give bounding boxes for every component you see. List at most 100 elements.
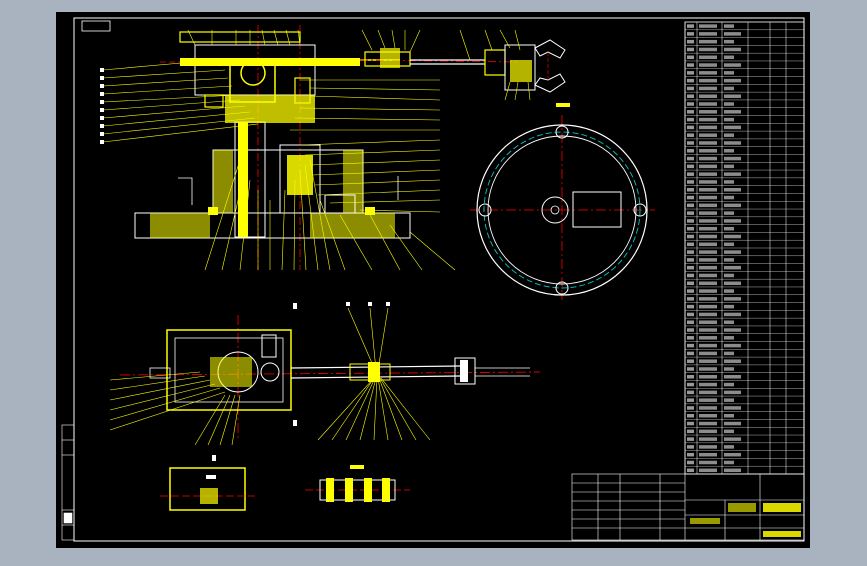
parts-row-mark (699, 367, 717, 371)
parts-row-index-mark (687, 273, 694, 278)
parts-row-index-mark (687, 117, 694, 122)
parts-row-index-mark (687, 406, 694, 410)
parts-row-index-mark (687, 250, 694, 254)
parts-row-mark (699, 203, 717, 208)
parts-row-mark (724, 265, 741, 270)
parts-row-mark (724, 336, 734, 340)
parts-row-mark (699, 242, 717, 247)
parts-row-mark (724, 468, 741, 473)
parts-row-mark (699, 149, 717, 153)
parts-row-mark (699, 429, 717, 434)
parts-row-mark (699, 382, 717, 387)
parts-row-mark (699, 86, 717, 91)
parts-row-mark (699, 195, 717, 200)
parts-row-mark (724, 320, 734, 324)
parts-row-mark (724, 421, 741, 426)
parts-row-mark (699, 24, 717, 28)
parts-row-mark (699, 211, 717, 215)
front-elevation-view (100, 25, 456, 271)
parts-row-mark (699, 437, 717, 441)
parts-row-mark (724, 149, 734, 153)
parts-row-mark (699, 63, 717, 67)
parts-row-index-mark (687, 312, 694, 317)
parts-row-mark (699, 102, 717, 106)
parts-row-mark (699, 47, 717, 52)
parts-row-mark (699, 375, 717, 379)
parts-row-index-mark (687, 94, 694, 98)
parts-row-mark (724, 164, 734, 169)
parts-row-index-mark (687, 328, 694, 332)
parts-row-mark (724, 289, 734, 293)
parts-row-mark (699, 328, 717, 332)
parts-row-mark (724, 375, 741, 379)
parts-row-index-mark (687, 398, 694, 402)
parts-row-mark (724, 460, 734, 465)
gripper-detail-view (359, 29, 566, 101)
parts-row-mark (724, 281, 741, 286)
parts-row-index-mark (687, 460, 694, 465)
parts-row-mark (699, 187, 717, 192)
parts-row-index-mark (687, 304, 694, 309)
parts-row-mark (724, 71, 734, 75)
parts-row-mark (724, 382, 734, 387)
parts-row-mark (724, 32, 741, 36)
parts-row-index-mark (687, 336, 694, 340)
parts-row-mark (699, 452, 717, 457)
parts-row-index-mark (687, 102, 694, 106)
parts-row-mark (724, 102, 734, 106)
parts-row-mark (724, 55, 734, 60)
parts-row-mark (724, 78, 741, 83)
parts-row-mark (724, 133, 734, 137)
parts-row-mark (699, 460, 717, 465)
parts-row-index-mark (687, 172, 694, 176)
parts-row-mark (699, 78, 717, 83)
parts-row-mark (699, 110, 717, 114)
parts-row-index-mark (687, 382, 694, 387)
title-block (571, 473, 805, 541)
parts-row-mark (724, 413, 734, 418)
corner-label-box (81, 20, 111, 32)
parts-row-mark (724, 452, 741, 457)
parts-row-mark (724, 39, 734, 44)
parts-row-index-mark (687, 39, 694, 44)
parts-row-mark (699, 265, 717, 270)
parts-row-mark (724, 226, 734, 231)
parts-row-mark (724, 429, 734, 434)
parts-row-index-mark (687, 203, 694, 208)
left-edge-table (61, 424, 75, 541)
parts-row-index-mark (687, 242, 694, 247)
parts-row-index-mark (687, 452, 694, 457)
circular-base-plan-view (470, 103, 655, 300)
parts-row-mark (699, 180, 717, 184)
parts-row-index-mark (687, 359, 694, 363)
parts-row-index-mark (687, 226, 694, 231)
parts-row-mark (699, 156, 717, 161)
parts-row-mark (724, 250, 741, 254)
parts-row-mark (724, 234, 741, 239)
parts-row-mark (724, 203, 741, 208)
parts-row-index-mark (687, 219, 694, 223)
parts-row-mark (724, 445, 734, 449)
parts-row-index-mark (687, 78, 694, 83)
parts-row-mark (699, 312, 717, 317)
parts-row-mark (724, 156, 741, 161)
parts-row-mark (724, 195, 734, 200)
parts-row-index-mark (687, 429, 694, 434)
parts-row-mark (699, 336, 717, 340)
parts-row-mark (699, 250, 717, 254)
parts-row-mark (699, 133, 717, 137)
parts-row-index-mark (687, 468, 694, 473)
parts-row-mark (724, 297, 741, 301)
parts-row-index-mark (687, 421, 694, 426)
parts-row-mark (699, 468, 717, 473)
parts-row-mark (699, 445, 717, 449)
parts-row-mark (699, 55, 717, 60)
parts-row-index-mark (687, 47, 694, 52)
parts-row-mark (699, 39, 717, 44)
parts-row-mark (724, 211, 734, 215)
parts-row-index-mark (687, 71, 694, 75)
drawing-sheet (56, 12, 810, 548)
parts-row-mark (724, 312, 741, 317)
parts-row-mark (724, 351, 734, 356)
